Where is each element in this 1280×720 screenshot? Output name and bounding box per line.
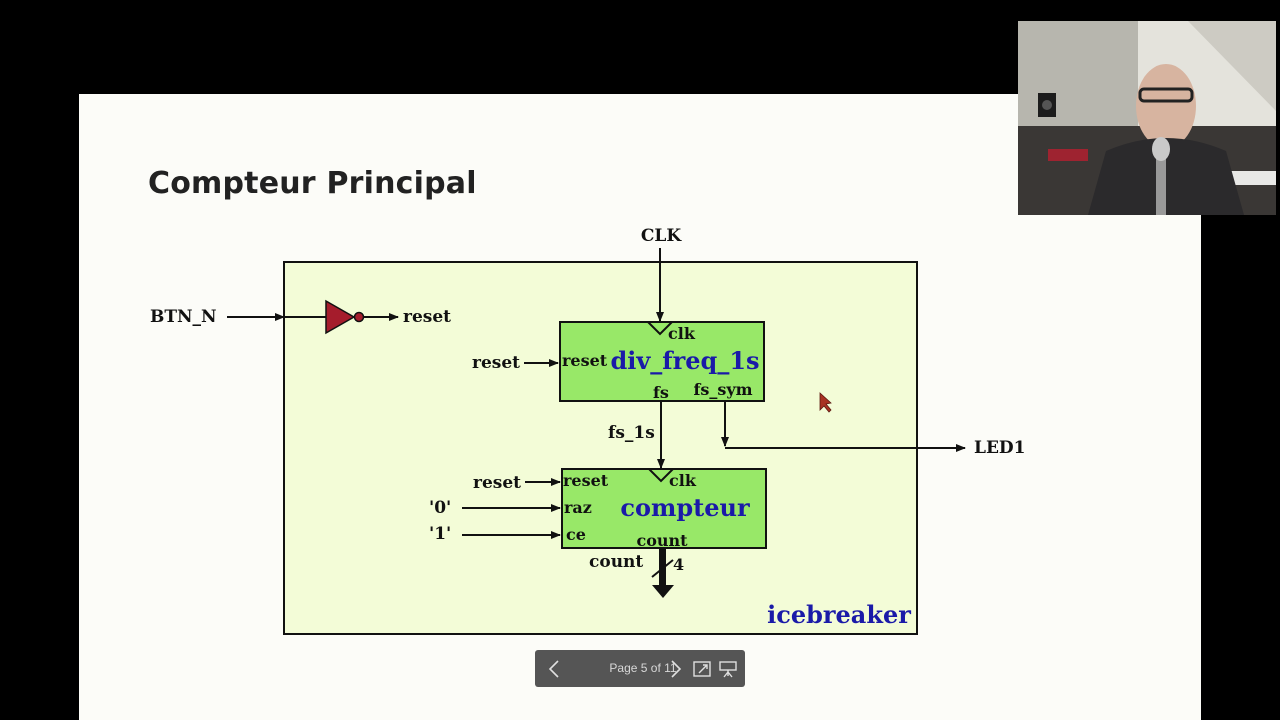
cnt-port-reset: reset — [563, 471, 609, 490]
cnt-block-name: compteur — [620, 493, 750, 522]
reset-div-label: reset — [472, 353, 520, 373]
reset-out-label: reset — [403, 307, 451, 327]
led1-label: LED1 — [974, 438, 1025, 458]
chevron-left-icon[interactable] — [541, 650, 567, 687]
fs-1s-label: fs_1s — [608, 423, 655, 443]
reset-cnt-label: reset — [473, 473, 521, 493]
zero-label: '0' — [429, 498, 451, 518]
container-label: icebreaker — [767, 600, 911, 629]
one-label: '1' — [429, 524, 451, 544]
cnt-port-clk: clk — [669, 471, 697, 490]
clk-input-label: CLK — [641, 226, 682, 246]
cnt-port-count: count — [636, 531, 688, 550]
fullscreen-icon[interactable] — [690, 650, 714, 687]
chevron-right-icon[interactable] — [663, 650, 689, 687]
div-port-clk: clk — [668, 324, 696, 343]
div-block-name: div_freq_1s — [610, 346, 759, 375]
count-out-label: count — [589, 552, 643, 572]
div-port-fs-sym: fs_sym — [693, 380, 752, 399]
cnt-port-ce: ce — [566, 525, 586, 544]
div-port-fs: fs — [653, 383, 669, 402]
div-port-reset: reset — [562, 351, 608, 370]
cnt-port-raz: raz — [564, 498, 592, 517]
bus-width-label: 4 — [673, 555, 684, 574]
btn-n-label: BTN_N — [150, 307, 217, 327]
presenter-toolbar: Page 5 of 11 — [535, 650, 745, 687]
presentation-mode-icon[interactable] — [716, 650, 740, 687]
webcam-video — [1018, 21, 1276, 215]
